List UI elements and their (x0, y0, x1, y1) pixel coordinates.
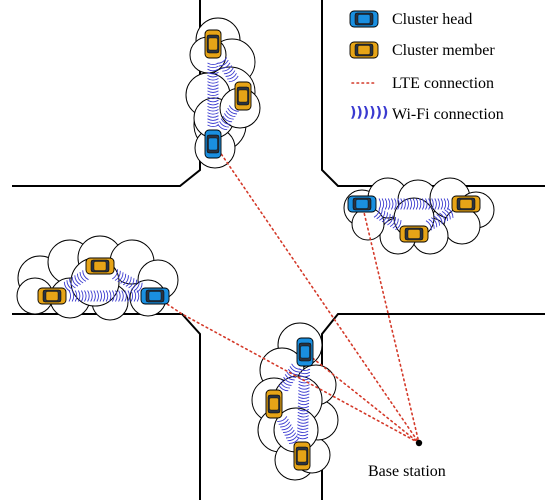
legend-cluster-head-label: Cluster head (392, 11, 472, 28)
wifi-link (217, 105, 239, 131)
base-station: Base station (368, 439, 446, 480)
wifi-link (278, 363, 302, 392)
wifi-link (378, 198, 450, 210)
cluster-member-car (235, 82, 251, 110)
wifi-link (63, 270, 89, 292)
cluster-member-car (205, 30, 221, 58)
cloud-east-cluster (343, 177, 495, 255)
cluster-member-car (86, 258, 114, 274)
legend-cluster-member-label: Cluster member (392, 42, 495, 59)
cluster-member-car (266, 390, 282, 418)
wifi-link (296, 368, 311, 440)
cluster-head-car (205, 130, 221, 158)
lte-link-north (212, 141, 420, 444)
wifi-link (217, 57, 239, 83)
wifi-link (373, 207, 402, 231)
wifi-link (68, 290, 140, 302)
legend-wifi-label: Wi-Fi connection (392, 106, 504, 123)
cluster-head-car (141, 288, 169, 304)
wifi-link (112, 269, 143, 293)
cluster-member-car (294, 442, 310, 470)
wifi-links (63, 57, 454, 444)
cluster-member-car (38, 288, 66, 304)
cluster-head-car (297, 338, 313, 366)
cluster-member-car (400, 226, 428, 242)
wifi-link (425, 207, 454, 231)
legend-cluster-head-icon (350, 11, 378, 27)
legend-wifi-icon: )))))) (350, 105, 388, 121)
legend-cluster-member-icon (350, 42, 378, 58)
lte-link-east (361, 203, 420, 444)
legend-lte-label: LTE connection (392, 75, 494, 92)
lte-link-south (304, 351, 420, 444)
cluster-member-car (452, 196, 480, 212)
cloud-west-cluster (16, 235, 179, 321)
legend: Cluster head Cluster member LTE connecti… (350, 11, 504, 123)
base-station-label: Base station (368, 463, 446, 480)
wifi-link (207, 62, 219, 128)
base-station-dot (415, 439, 423, 447)
wifi-link (277, 416, 300, 444)
cluster-head-car (348, 196, 376, 212)
